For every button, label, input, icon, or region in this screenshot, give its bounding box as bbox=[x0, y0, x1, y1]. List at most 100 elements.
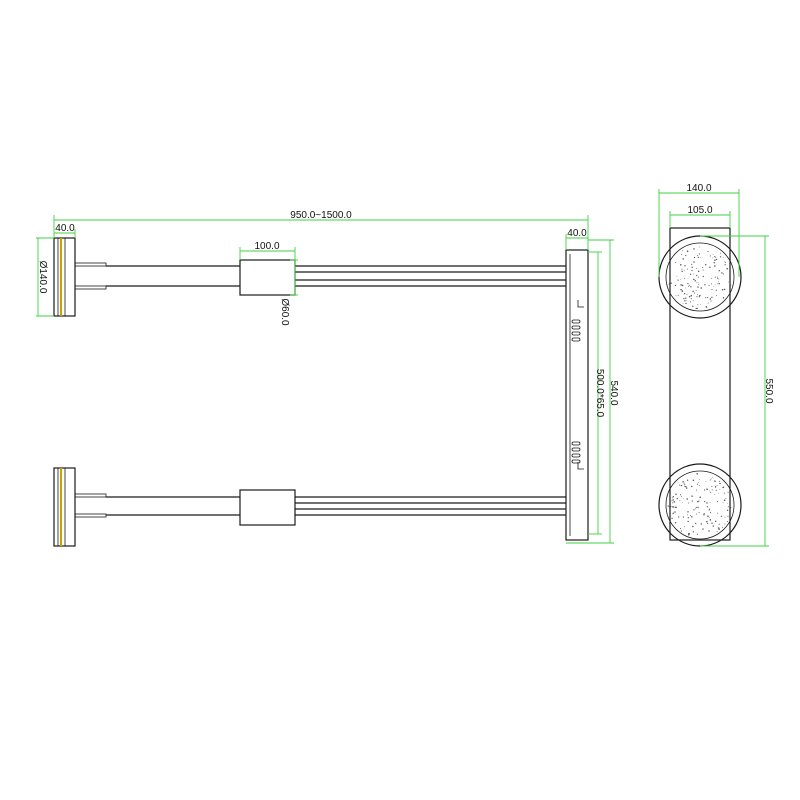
diffuser-speck bbox=[673, 501, 676, 503]
diffuser-speck bbox=[699, 246, 701, 248]
diffuser-speck bbox=[718, 523, 720, 525]
diffuser-speck bbox=[687, 533, 690, 535]
diffuser-speck bbox=[672, 497, 674, 499]
diffuser-speck bbox=[708, 530, 710, 532]
diffuser-speck bbox=[680, 264, 682, 266]
diffuser-speck bbox=[713, 286, 715, 288]
diffuser-speck bbox=[697, 255, 699, 257]
diffuser-speck bbox=[679, 484, 681, 486]
diffuser-speck bbox=[680, 288, 682, 291]
diffuser-speck bbox=[692, 525, 694, 528]
diffuser-speck bbox=[719, 482, 721, 485]
diffuser-speck bbox=[698, 296, 700, 298]
diffuser-speck bbox=[718, 278, 720, 280]
diffuser-speck bbox=[681, 268, 683, 270]
diffuser-speck bbox=[683, 515, 685, 517]
diffuser-speck bbox=[692, 496, 694, 497]
diffuser-speck bbox=[713, 261, 716, 264]
diffuser-speck bbox=[723, 288, 726, 291]
diffuser-speck bbox=[719, 256, 722, 258]
diffuser-speck bbox=[708, 509, 710, 511]
diffuser-speck bbox=[716, 289, 717, 291]
diffuser-speck bbox=[712, 253, 714, 255]
diffuser-speck bbox=[700, 523, 702, 525]
diffuser-speck bbox=[695, 307, 697, 309]
diffuser-speck bbox=[711, 489, 713, 491]
diffuser-speck bbox=[677, 482, 679, 483]
diffuser-speck bbox=[714, 486, 717, 488]
diffuser-speck bbox=[714, 283, 716, 285]
diffuser-speck bbox=[683, 526, 685, 528]
diffuser-speck bbox=[710, 491, 712, 493]
diffuser-speck bbox=[680, 494, 682, 496]
diffuser-speck bbox=[727, 491, 729, 493]
diffuser-speck bbox=[711, 296, 713, 298]
diffuser-speck bbox=[703, 514, 705, 516]
diffuser-speck bbox=[723, 499, 726, 501]
diffuser-speck bbox=[730, 284, 732, 286]
dim-overall-height: 540.0 bbox=[566, 239, 619, 544]
diffuser-speck bbox=[693, 509, 695, 511]
diffuser-speck bbox=[705, 480, 707, 482]
diffuser-texture-bottom bbox=[667, 473, 732, 536]
diffuser-speck bbox=[714, 265, 716, 267]
diffuser-speck bbox=[717, 282, 719, 284]
diffuser-speck bbox=[714, 256, 716, 258]
diffuser-speck bbox=[692, 479, 695, 481]
side-view: 140.0 105.0 550.0 bbox=[658, 183, 774, 547]
diffuser-speck bbox=[699, 484, 701, 486]
diffuser-speck bbox=[686, 293, 688, 295]
vent-slots-bottom bbox=[571, 441, 581, 464]
diffuser-speck bbox=[716, 531, 718, 533]
diffuser-speck bbox=[680, 279, 682, 281]
diffuser-speck bbox=[707, 522, 709, 525]
diffuser-speck bbox=[722, 296, 725, 299]
diffuser-speck bbox=[688, 296, 691, 298]
diffuser-speck bbox=[696, 281, 698, 283]
diffuser-speck bbox=[685, 302, 687, 305]
diffuser-speck bbox=[721, 289, 724, 291]
diffuser-speck bbox=[682, 303, 684, 305]
diffuser-speck bbox=[707, 297, 709, 299]
diffuser-speck bbox=[697, 256, 699, 259]
diffuser-speck bbox=[724, 264, 726, 266]
diffuser-speck bbox=[724, 261, 726, 263]
diffuser-speck bbox=[678, 516, 680, 518]
dim-side-height-label: 550.0 bbox=[763, 378, 774, 403]
diffuser-speck bbox=[716, 485, 718, 487]
diffuser-speck bbox=[696, 483, 699, 485]
diffuser-speck bbox=[712, 257, 714, 259]
diffuser-speck bbox=[696, 533, 698, 535]
dim-overall-length: 950.0~1500.0 bbox=[53, 210, 589, 250]
dim-plate-diameter: Ø140.0 bbox=[36, 237, 54, 317]
dim-plate-diameter-label: Ø140.0 bbox=[37, 261, 48, 294]
diffuser-speck bbox=[720, 252, 722, 254]
diffuser-speck bbox=[680, 528, 682, 530]
diffuser-speck bbox=[711, 522, 713, 524]
diffuser-speck bbox=[727, 502, 728, 504]
diffuser-speck bbox=[696, 489, 698, 491]
diffuser-speck bbox=[671, 500, 673, 502]
diffuser-speck bbox=[695, 522, 697, 525]
diffuser-speck bbox=[697, 304, 699, 306]
diffuser-speck bbox=[696, 296, 698, 298]
diffuser-speck bbox=[669, 280, 671, 282]
diffuser-speck bbox=[716, 512, 718, 514]
diffuser-speck bbox=[696, 513, 698, 515]
diffuser-speck bbox=[698, 283, 700, 285]
diffuser-speck bbox=[689, 273, 692, 275]
diffuser-speck bbox=[677, 294, 679, 296]
diffuser-speck bbox=[717, 276, 719, 278]
diffuser-speck bbox=[683, 297, 685, 300]
diffuser-speck bbox=[677, 279, 679, 281]
diffuser-speck bbox=[723, 256, 724, 258]
diffuser-speck bbox=[724, 516, 726, 518]
diffuser-speck bbox=[711, 288, 713, 291]
diffuser-speck bbox=[682, 516, 684, 518]
diffuser-speck bbox=[691, 269, 693, 272]
diffuser-speck bbox=[686, 250, 689, 252]
dim-side-outer-width-label: 140.0 bbox=[686, 183, 711, 194]
diffuser-speck bbox=[706, 502, 708, 504]
dim-left-plate-depth-label: 40.0 bbox=[55, 223, 75, 234]
diffuser-speck bbox=[693, 261, 695, 263]
